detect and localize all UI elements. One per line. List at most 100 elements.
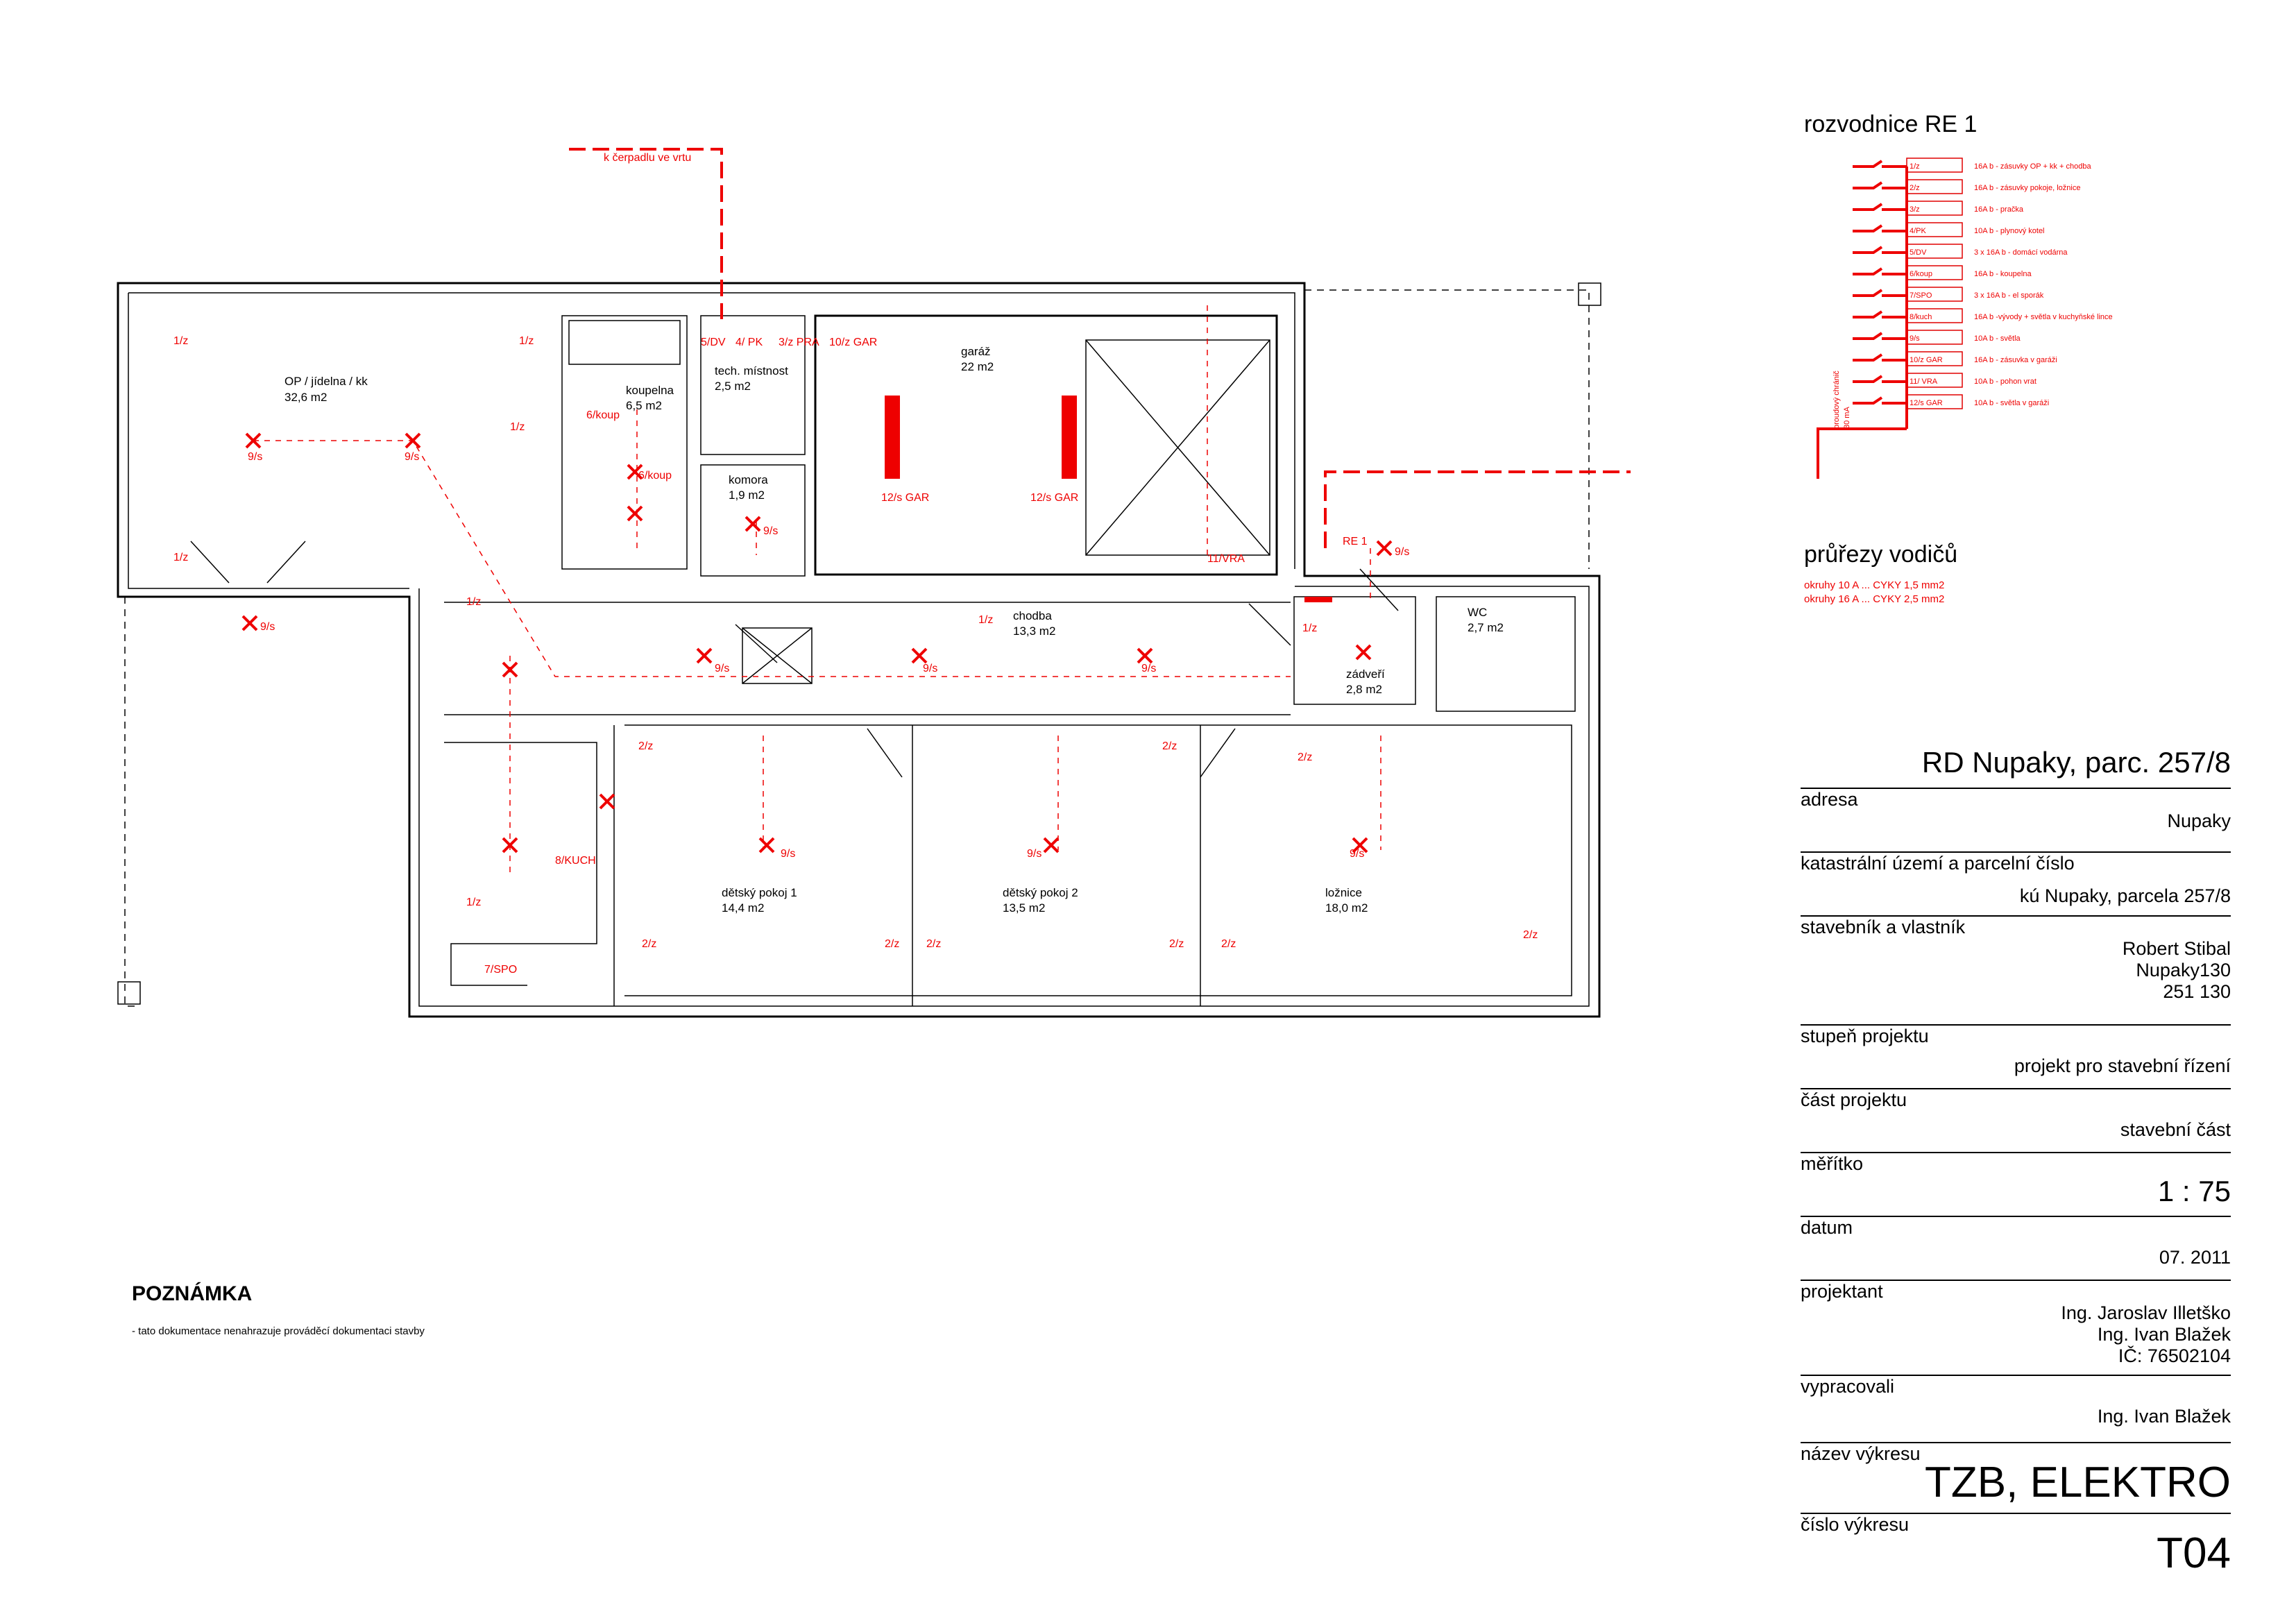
room-area-garaz: 22 m2 bbox=[961, 360, 994, 373]
circuit-description: 16A b - zásuvky OP + kk + chodba bbox=[1974, 162, 2091, 171]
label-12s-gar-2: 12/s GAR bbox=[1030, 492, 1078, 504]
rcd-label-1: proudový chránič bbox=[1832, 371, 1841, 429]
circuit-description: 3 x 16A b - domácí vodárna bbox=[1974, 248, 2068, 257]
breaker-symbol bbox=[1853, 181, 1907, 189]
label-7spo: 7/SPO bbox=[484, 964, 517, 976]
owner-address-1: Nupaky130 bbox=[2136, 960, 2231, 980]
room-area-koupelna: 6,5 m2 bbox=[626, 399, 662, 412]
address-label: adresa bbox=[1801, 789, 1858, 810]
label-9s-8: 9/s bbox=[1027, 848, 1041, 860]
room-name-chodba: chodba bbox=[1013, 609, 1052, 622]
room-name-koupelna: koupelna bbox=[626, 384, 674, 397]
circuit-description: 10A b - světla bbox=[1974, 334, 2021, 343]
owner-name: Robert Stibal bbox=[2122, 938, 2231, 959]
circuit-id: 5/DV bbox=[1910, 248, 1927, 257]
note-text: - tato dokumentace nenahrazuje prováděcí… bbox=[132, 1325, 425, 1337]
rcd-label-2: 30 mA bbox=[1843, 407, 1851, 429]
circuit-labels: 1/z 1/z 1/z 1/z 1/z 1/z 1/z 1/z 9/s 9/s … bbox=[173, 335, 1538, 976]
prepared-value: Ing. Ivan Blažek bbox=[2097, 1406, 2231, 1427]
pump-label: k čerpadlu ve vrtu bbox=[604, 152, 691, 164]
date-value: 07. 2011 bbox=[2159, 1247, 2231, 1268]
circuit-box bbox=[1906, 287, 1963, 302]
designer-2: Ing. Ivan Blažek bbox=[2097, 1324, 2231, 1345]
re1-panel bbox=[1304, 597, 1332, 602]
breaker-symbol bbox=[1853, 375, 1907, 383]
room-area-pokoj2: 13,5 m2 bbox=[1003, 901, 1045, 915]
breaker-symbol bbox=[1853, 203, 1907, 211]
label-9s-7: 9/s bbox=[781, 848, 795, 860]
panel-title: rozvodnice RE 1 bbox=[1804, 111, 1978, 137]
label-9s-5: 9/s bbox=[923, 663, 937, 674]
label-1z-op3: 1/z bbox=[173, 552, 188, 563]
breaker-symbol bbox=[1853, 332, 1907, 340]
breaker-symbol bbox=[1853, 289, 1907, 297]
light-fixtures bbox=[241, 432, 1393, 853]
label-9s-2: 9/s bbox=[405, 451, 419, 463]
external-feed-line bbox=[1324, 470, 1631, 548]
circuit-id: 10/z GAR bbox=[1910, 356, 1943, 364]
garage-heater-2 bbox=[1062, 396, 1077, 479]
circuit-box bbox=[1906, 201, 1963, 216]
circuit-description: 16A b - zásuvky pokoje, ložnice bbox=[1974, 184, 2080, 192]
breaker-symbol bbox=[1853, 396, 1907, 405]
circuit-box bbox=[1906, 179, 1963, 194]
label-6koup-2: 6/koup bbox=[638, 470, 672, 482]
circuit-box bbox=[1906, 373, 1963, 388]
address-value: Nupaky bbox=[2167, 810, 2231, 831]
circuit-description: 16A b - koupelna bbox=[1974, 270, 2032, 278]
circuit-id: 1/z bbox=[1910, 162, 1920, 171]
circuit-id: 3/z bbox=[1910, 205, 1920, 214]
circuit-id: 7/SPO bbox=[1910, 291, 1932, 300]
circuit-id: 12/s GAR bbox=[1910, 399, 1943, 407]
breaker-symbol bbox=[1853, 353, 1907, 362]
label-1z-zadveri: 1/z bbox=[1302, 622, 1317, 634]
drawing-number: T04 bbox=[2157, 1529, 2231, 1577]
label-4pk: 4/ PK bbox=[735, 337, 763, 348]
room-name-op: OP / jídelna / kk bbox=[284, 375, 368, 388]
label-2z-1: 2/z bbox=[638, 740, 653, 752]
room-area-pokoj1: 14,4 m2 bbox=[722, 901, 764, 915]
scale-label: měřítko bbox=[1801, 1153, 1864, 1174]
part-label: část projektu bbox=[1801, 1089, 1907, 1110]
circuit-id: 4/PK bbox=[1910, 227, 1927, 235]
label-9s-3: 9/s bbox=[260, 621, 275, 633]
label-9s-11: 9/s bbox=[763, 525, 778, 537]
room-name-garaz: garáž bbox=[961, 345, 991, 358]
room-area-komora: 1,9 m2 bbox=[729, 488, 765, 502]
room-area-zadveri: 2,8 m2 bbox=[1346, 683, 1382, 696]
room-name-tech: tech. místnost bbox=[715, 364, 788, 377]
circuit-id: 8/kuch bbox=[1910, 313, 1932, 321]
room-area-tech: 2,5 m2 bbox=[715, 380, 751, 393]
circuit-box bbox=[1906, 330, 1963, 345]
cadastre-label: katastrální území a parcelní číslo bbox=[1801, 853, 2075, 874]
owner-address-2: 251 130 bbox=[2163, 981, 2231, 1002]
label-1z-chodba: 1/z bbox=[978, 614, 993, 626]
label-5dv: 5/DV bbox=[701, 337, 726, 348]
stage-value: projekt pro stavební řízení bbox=[2014, 1055, 2231, 1076]
label-2z-4: 2/z bbox=[642, 938, 656, 950]
building-walls bbox=[117, 282, 1601, 1018]
drawing-number-label: číslo výkresu bbox=[1801, 1514, 1910, 1535]
room-name-loznice: ložnice bbox=[1325, 886, 1362, 899]
label-9s-9: 9/s bbox=[1350, 848, 1364, 860]
designer-ic: IČ: 76502104 bbox=[2118, 1345, 2231, 1366]
owner-label: stavebník a vlastník bbox=[1801, 917, 1966, 937]
label-9s-1: 9/s bbox=[248, 451, 262, 463]
label-1z-corr: 1/z bbox=[466, 596, 481, 608]
room-name-pokoj2: dětský pokoj 2 bbox=[1003, 886, 1078, 899]
room-area-wc: 2,7 m2 bbox=[1468, 621, 1504, 634]
pump-feed-line: k čerpadlu ve vrtu bbox=[569, 148, 723, 319]
label-2z-7: 2/z bbox=[1169, 938, 1184, 950]
circuit-id: 9/s bbox=[1910, 334, 1920, 343]
room-area-chodba: 13,3 m2 bbox=[1013, 624, 1055, 638]
